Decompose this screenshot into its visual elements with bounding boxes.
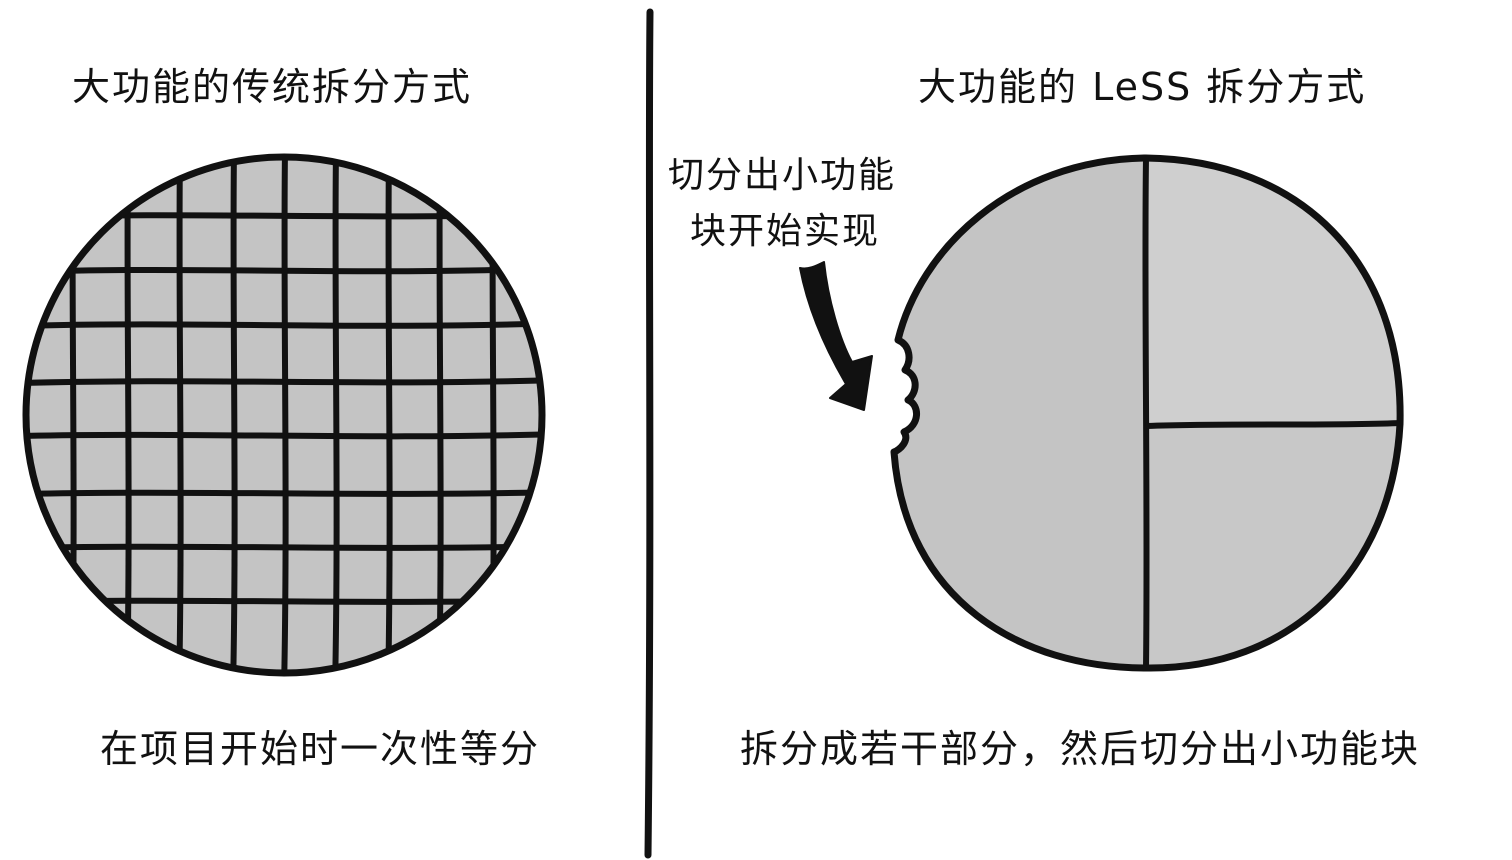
top-quarter-segment xyxy=(1146,158,1399,424)
annotation-line-2: 块开始实现 xyxy=(690,211,881,252)
panel-divider xyxy=(644,8,654,859)
less-split-title: 大功能的 LeSS 拆分方式 xyxy=(918,65,1367,109)
grid-lines xyxy=(26,157,542,673)
circle-outline xyxy=(890,154,1404,672)
arrow-icon xyxy=(799,261,873,411)
annotation-line-1: 切分出小功能 xyxy=(668,155,897,196)
large-half-segment xyxy=(894,158,1146,668)
vertical-divider-line xyxy=(1142,157,1150,669)
horizontal-divider-line xyxy=(1145,420,1401,429)
less-split-caption: 拆分成若干部分，然后切分出小功能块 xyxy=(740,727,1421,771)
less-split-circle xyxy=(890,154,1404,672)
bottom-quarter-segment xyxy=(1146,424,1398,668)
traditional-split-circle xyxy=(22,153,546,677)
traditional-split-title: 大功能的传统拆分方式 xyxy=(72,65,473,109)
traditional-split-caption: 在项目开始时一次性等分 xyxy=(100,727,541,771)
slice-annotation: 切分出小功能 块开始实现 xyxy=(668,148,896,260)
